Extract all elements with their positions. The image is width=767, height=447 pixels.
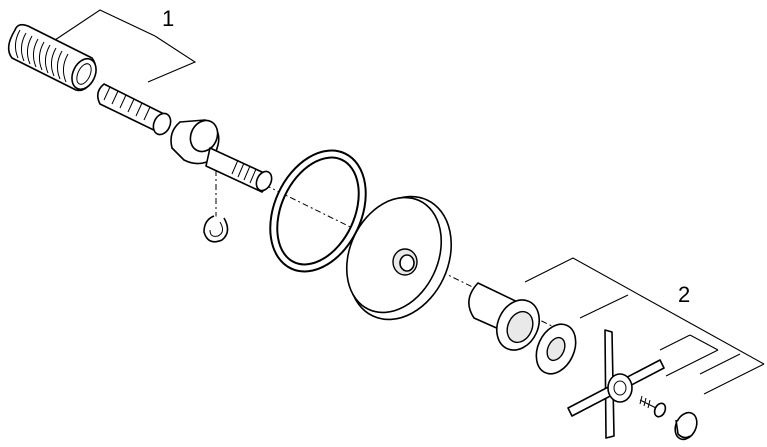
adapter-sleeve [468,282,540,351]
threaded-sleeve [7,23,97,92]
callout-2-bracket: 2 [524,257,765,395]
washer [535,323,577,375]
cross-handle [567,329,665,439]
fixing-screw [639,395,667,418]
spindle-stem [170,119,273,193]
splined-extension [96,83,172,136]
callout-2-label: 2 [678,282,690,307]
circlip [203,215,229,243]
callout-1-bracket: 1 [54,6,197,83]
cover-cap [674,411,698,441]
callout-1-label: 1 [162,6,174,31]
o-ring [269,149,367,273]
escutcheon-rosette [345,195,453,321]
